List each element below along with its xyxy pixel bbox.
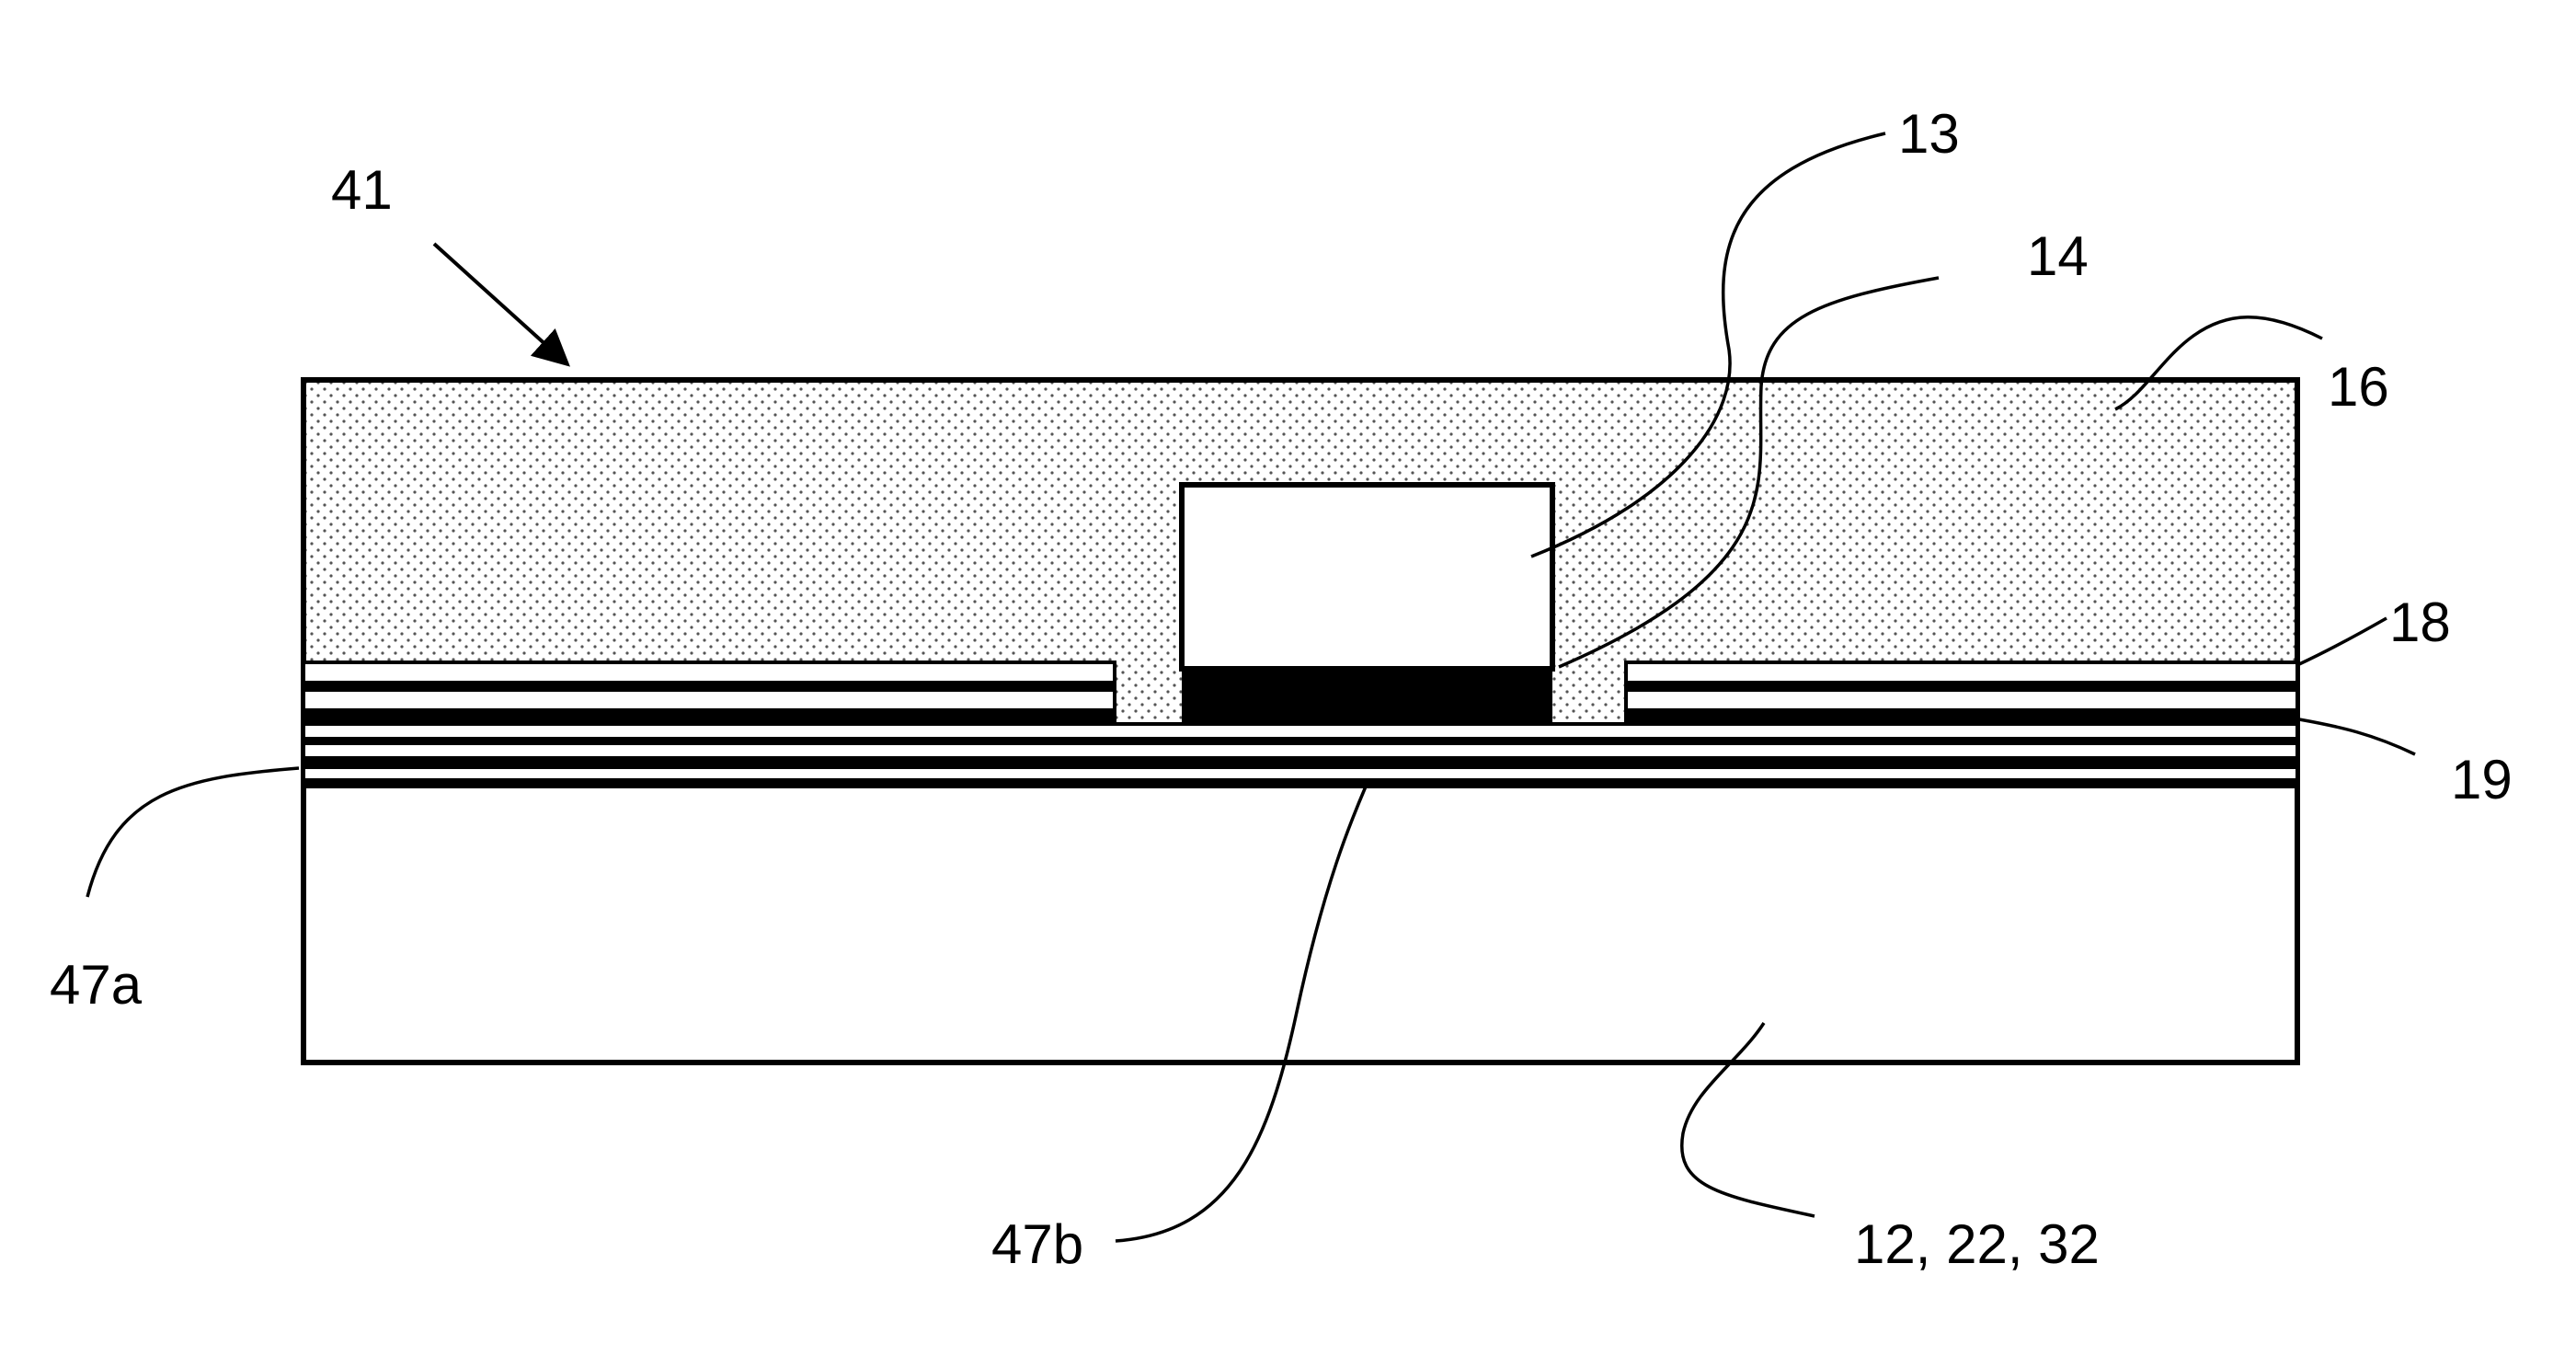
leader-18 [2299, 618, 2387, 664]
arrow-41 [434, 244, 567, 364]
leader-47a [87, 768, 299, 897]
label-18: 18 [2389, 592, 2451, 653]
substrate [303, 782, 2297, 1063]
stack-white-band-3 [303, 769, 2297, 778]
left-stack-black-2 [303, 708, 1115, 724]
right-stack-black-2 [1626, 708, 2297, 724]
label-41: 41 [331, 159, 393, 221]
label-47a: 47a [50, 954, 143, 1016]
left-stack-white-2 [303, 692, 1115, 708]
label-47b: 47b [991, 1213, 1083, 1275]
right-stack-white-2 [1626, 692, 2297, 708]
stack-black-line-1 [303, 737, 2297, 745]
stack-white-band-1 [303, 724, 2297, 737]
contact-layer-14 [1182, 669, 1552, 724]
label-16: 16 [2328, 356, 2389, 418]
label-14: 14 [2027, 225, 2089, 287]
device-body-13 [1182, 485, 1552, 669]
stack-white-band-2 [303, 745, 2297, 756]
right-patterned-stack [1626, 662, 2297, 724]
left-stack-black-1 [303, 681, 1115, 692]
leader-19 [2299, 719, 2415, 754]
left-patterned-stack [303, 662, 1115, 724]
left-stack-white-1 [303, 662, 1115, 681]
right-stack-white-1 [1626, 662, 2297, 681]
right-stack-black-1 [1626, 681, 2297, 692]
label-12-22-32: 12, 22, 32 [1854, 1213, 2100, 1275]
stack-black-band-2 [303, 756, 2297, 769]
label-13: 13 [1898, 103, 1960, 165]
label-19: 19 [2451, 749, 2513, 810]
bottom-layer-stack [303, 724, 2297, 787]
